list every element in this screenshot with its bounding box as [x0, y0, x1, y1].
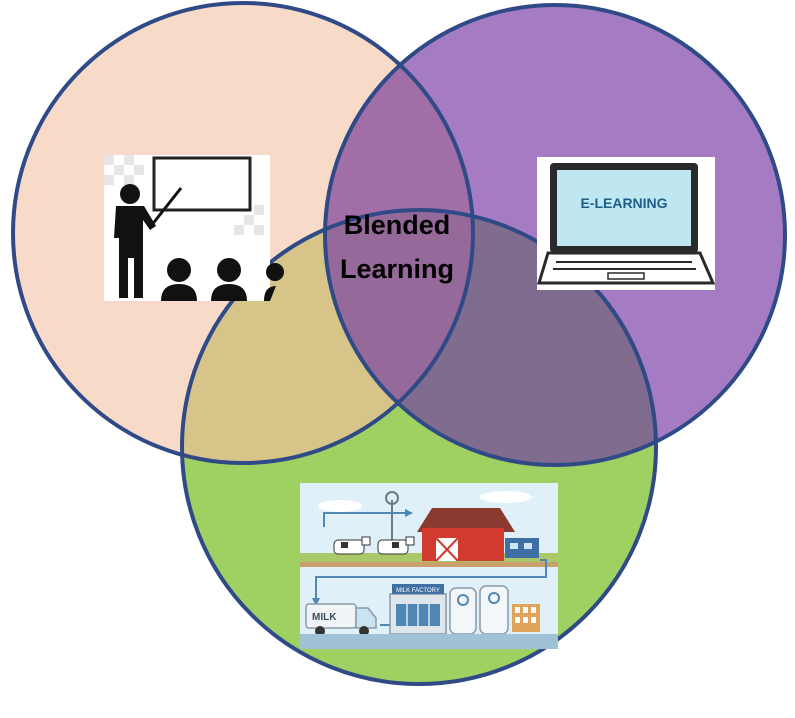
laptop-touchpad — [607, 272, 645, 280]
circle-elearning-outline — [323, 3, 787, 467]
pointer-stick — [149, 187, 183, 227]
barn — [422, 528, 504, 561]
truck-text: MILK — [312, 612, 337, 623]
teacher-classroom-icon — [104, 155, 284, 301]
barn-roof — [417, 508, 515, 532]
teacher-head — [120, 184, 140, 204]
circle-farm-outline — [180, 208, 658, 686]
milk-factory: MILK FACTORY — [389, 584, 540, 635]
laptop-screen — [557, 170, 691, 246]
whiteboard — [152, 156, 252, 212]
circle-classroom-outline — [11, 1, 475, 465]
teacher-body — [114, 206, 156, 298]
center-label-line2: Learning — [339, 254, 454, 284]
students-icon — [161, 258, 284, 301]
laptop-icon: E-LEARNING — [536, 157, 716, 290]
center-label-line1: Blended — [343, 210, 451, 240]
blended-learning-label: Blended Learning — [318, 203, 476, 291]
milk-truck: MILK — [305, 603, 377, 636]
factory-sign-text: MILK FACTORY — [396, 588, 440, 594]
dairy-farm-illustration: MILK MILK FACTORY — [300, 483, 558, 649]
laptop-screen-text: E-LEARNING — [580, 195, 667, 211]
cows — [333, 536, 415, 555]
